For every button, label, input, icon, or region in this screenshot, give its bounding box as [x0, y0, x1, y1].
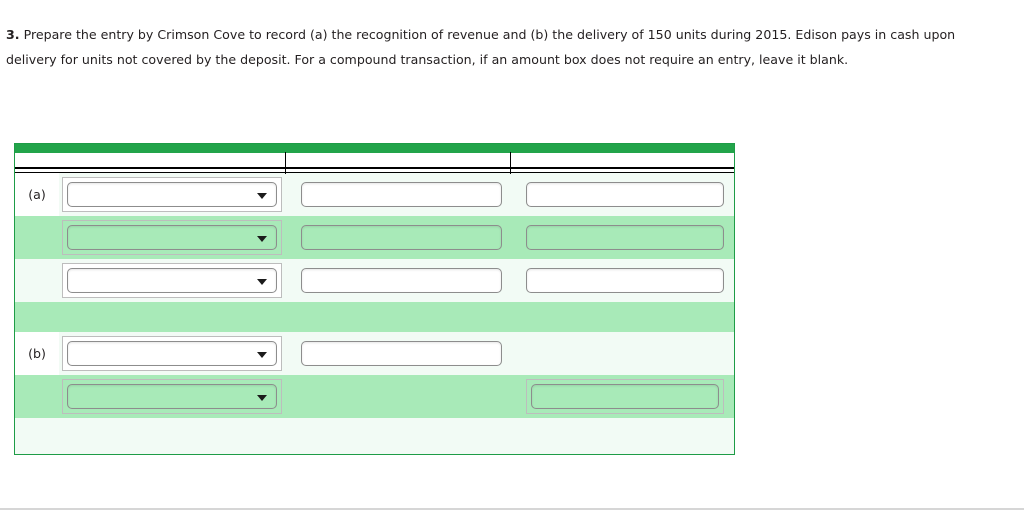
chevron-down-icon — [257, 235, 267, 242]
chevron-down-icon — [257, 394, 267, 401]
table-header-rule — [15, 152, 734, 174]
question-text: Prepare the entry by Crimson Cove to rec… — [6, 27, 956, 67]
credit-cell — [510, 216, 734, 259]
account-select-wrap — [62, 177, 282, 212]
account-select-a3[interactable] — [67, 268, 277, 293]
account-cell — [15, 216, 285, 259]
account-select-wrap — [62, 336, 282, 371]
table-header-labels — [15, 153, 734, 169]
journal-entry-table: (a) — [14, 143, 735, 455]
credit-cell — [510, 173, 734, 216]
debit-cell — [285, 259, 510, 302]
table-row — [15, 216, 734, 259]
debit-input-a3[interactable] — [301, 268, 502, 293]
account-cell — [15, 259, 285, 302]
account-select-b1[interactable] — [67, 341, 277, 366]
credit-cell-empty — [510, 332, 734, 375]
chevron-down-icon — [257, 278, 267, 285]
table-row-spacer — [15, 302, 734, 332]
credit-cell — [510, 375, 734, 418]
account-cell — [59, 332, 285, 375]
row-label-a: (a) — [15, 173, 59, 216]
account-select-a2[interactable] — [67, 225, 277, 250]
column-separator-debit — [285, 152, 286, 174]
table-row — [15, 375, 734, 418]
credit-input-a1[interactable] — [526, 182, 724, 207]
debit-input-a1[interactable] — [301, 182, 502, 207]
debit-cell — [285, 332, 510, 375]
table-header-bar — [15, 144, 734, 153]
debit-input-a2[interactable] — [301, 225, 502, 250]
credit-input-a3[interactable] — [526, 268, 724, 293]
chevron-down-icon — [257, 351, 267, 358]
account-select-wrap — [62, 263, 282, 298]
debit-cell — [285, 173, 510, 216]
question-prompt: 3. Prepare the entry by Crimson Cove to … — [6, 22, 1008, 72]
column-separator-credit — [510, 152, 511, 174]
chevron-down-icon — [257, 192, 267, 199]
debit-input-b1[interactable] — [301, 341, 502, 366]
credit-input-a2[interactable] — [526, 225, 724, 250]
table-row-spacer — [15, 418, 734, 454]
account-select-a1[interactable] — [67, 182, 277, 207]
debit-cell-empty — [285, 375, 510, 418]
table-row — [15, 259, 734, 302]
page-divider — [0, 508, 1024, 510]
question-number: 3. — [6, 27, 20, 42]
credit-cell — [510, 259, 734, 302]
account-select-wrap — [62, 379, 282, 414]
account-select-wrap — [62, 220, 282, 255]
credit-input-b2[interactable] — [531, 384, 719, 409]
account-select-b2[interactable] — [67, 384, 277, 409]
debit-cell — [285, 216, 510, 259]
table-row: (b) — [15, 332, 734, 375]
account-cell — [15, 375, 285, 418]
row-label-b: (b) — [15, 332, 59, 375]
table-row: (a) — [15, 173, 734, 216]
credit-input-wrap — [526, 379, 724, 414]
account-cell — [59, 173, 285, 216]
